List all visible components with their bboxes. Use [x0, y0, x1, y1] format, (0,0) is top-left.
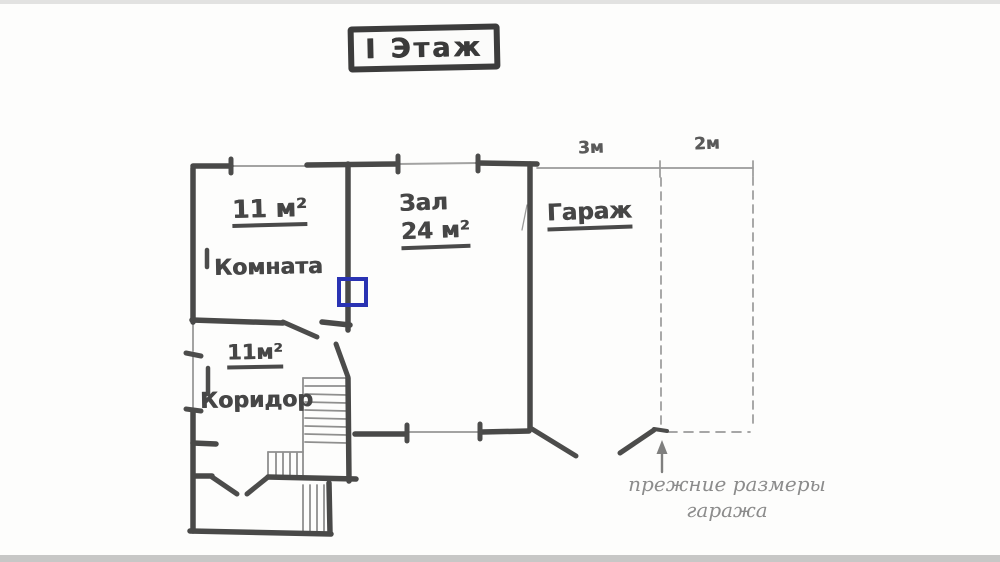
selection-marker-box: [337, 277, 368, 307]
door-leaves: [209, 319, 669, 497]
window-ticks: [183, 153, 483, 444]
staircase: [267, 377, 348, 532]
paper-edge-bottom: [0, 555, 1000, 562]
room-komnata-name-label: Комната: [213, 254, 323, 281]
paper-edge-top: [0, 0, 1000, 4]
room-koridor-name-label: Коридор: [199, 387, 314, 414]
annotation-line2: гаража: [686, 498, 768, 522]
room-zal-name-label: Зал: [398, 189, 449, 217]
floor-title: I Этаж: [364, 31, 484, 65]
former-garage-outline: [521, 160, 754, 433]
annotation-line1: прежние размеры: [628, 472, 826, 496]
annotation-arrow-icon: [656, 440, 668, 474]
room-koridor-area-label: 11м²: [227, 340, 283, 370]
floor-title-box: I Этаж: [347, 23, 501, 73]
room-zal-area-label: 24 м²: [400, 217, 471, 251]
walls: [187, 160, 540, 537]
dimension-2m-label: 2м: [693, 133, 721, 155]
dimension-3m-label: 3м: [577, 137, 605, 159]
window-lines: [192, 162, 480, 433]
former-garage-annotation: прежние размеры гаража: [612, 471, 842, 523]
room-garazh-name-label: Гараж: [546, 198, 633, 232]
room-komnata-area-label: 11 м²: [232, 193, 308, 228]
